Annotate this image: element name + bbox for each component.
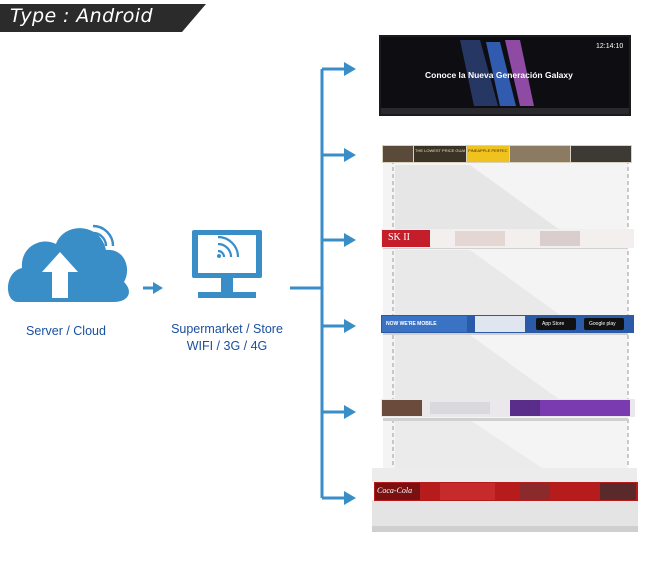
title-banner bbox=[0, 4, 206, 32]
distribution-connector bbox=[290, 67, 346, 500]
server-cloud-label: Server / Cloud bbox=[26, 324, 106, 338]
shelf-strip-3 bbox=[381, 315, 634, 333]
strip-1-text-1: THE LOWEST PRICE GUARANTEED bbox=[415, 148, 465, 153]
strip-3-text-1: NOW WE'RE MOBILE bbox=[386, 321, 437, 327]
arrow-cloud-to-store bbox=[143, 282, 163, 294]
display-headline: Conoce la Nueva Generación Galaxy bbox=[425, 70, 573, 80]
strip-1-text-2: PINEAPPLE PERFECT bbox=[468, 148, 508, 153]
strip-5-logo: Coca-Cola bbox=[377, 486, 413, 495]
shelf-strip-2 bbox=[381, 229, 634, 248]
shelf-strip-4 bbox=[381, 399, 635, 417]
page-title: Type : Android bbox=[10, 5, 153, 27]
google-play-badge: Google play bbox=[589, 321, 616, 327]
display-clock: 12:14:10 bbox=[596, 43, 624, 50]
top-stretched-display bbox=[379, 35, 631, 116]
monitor-wifi-icon bbox=[192, 230, 262, 298]
shelf-strip-5 bbox=[374, 482, 638, 501]
app-store-badge: App Store bbox=[542, 321, 565, 327]
connector-arrowheads bbox=[344, 62, 356, 505]
strip-2-logo: SK II bbox=[388, 232, 410, 243]
shelf-strip-1 bbox=[382, 145, 632, 163]
store-label-line2: WIFI / 3G / 4G bbox=[186, 339, 268, 353]
cloud-upload-icon bbox=[7, 224, 129, 302]
store-label-line1: Supermarket / Store bbox=[171, 322, 283, 336]
shelf-unit bbox=[372, 160, 638, 532]
